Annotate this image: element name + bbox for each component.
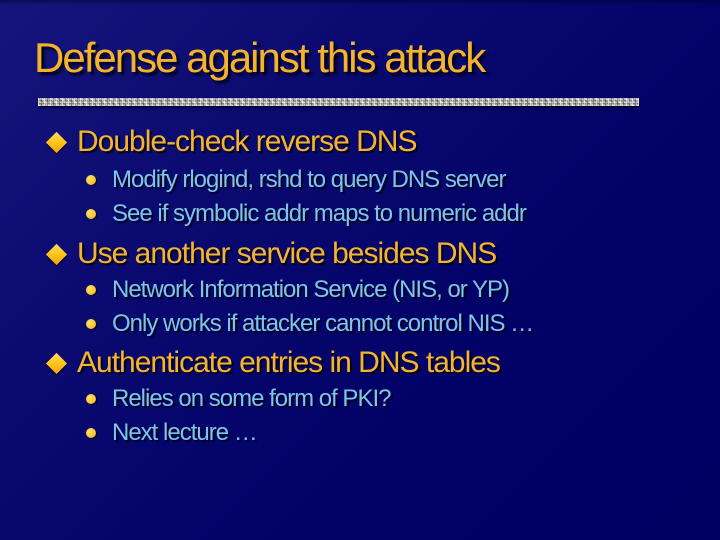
bullet-item-level2: See if symbolic addr maps to numeric add…: [86, 199, 527, 229]
slide-title: Defense against this attack: [34, 34, 486, 81]
diamond-bullet-icon: [45, 352, 68, 374]
diamond-bullet-icon: [45, 131, 68, 153]
dot-bullet-icon: [86, 285, 96, 295]
bullet-item-level2: Modify rlogind, rshd to query DNS server: [86, 165, 506, 195]
dot-bullet-icon: [86, 175, 96, 185]
bullet-text: Authenticate entries in DNS tables: [77, 346, 501, 379]
title-divider: [38, 98, 639, 106]
bullet-text: Use another service besides DNS: [77, 237, 497, 270]
diamond-bullet-icon: [45, 243, 68, 265]
bullet-text: Next lecture …: [112, 419, 258, 446]
bullet-text: Only works if attacker cannot control NI…: [112, 310, 534, 337]
bullet-text: Network Information Service (NIS, or YP): [112, 276, 510, 303]
bullet-item-level1: Authenticate entries in DNS tables: [45, 345, 501, 381]
bullet-text: Modify rlogind, rshd to query DNS server: [112, 166, 506, 193]
bullet-item-level2: Next lecture …: [86, 418, 258, 448]
dot-bullet-icon: [86, 394, 96, 404]
bullet-item-level2: Network Information Service (NIS, or YP): [86, 275, 510, 305]
bullet-item-level1: Double-check reverse DNS: [45, 124, 417, 160]
bullet-text: See if symbolic addr maps to numeric add…: [112, 200, 527, 227]
dot-bullet-icon: [86, 209, 96, 219]
bullet-text: Relies on some form of PKI?: [112, 385, 391, 412]
dot-bullet-icon: [86, 319, 96, 329]
bullet-item-level1: Use another service besides DNS: [45, 236, 497, 272]
bullet-text: Double-check reverse DNS: [77, 125, 417, 158]
bullet-item-level2: Only works if attacker cannot control NI…: [86, 309, 534, 339]
bullet-item-level2: Relies on some form of PKI?: [86, 384, 391, 414]
dot-bullet-icon: [86, 428, 96, 438]
